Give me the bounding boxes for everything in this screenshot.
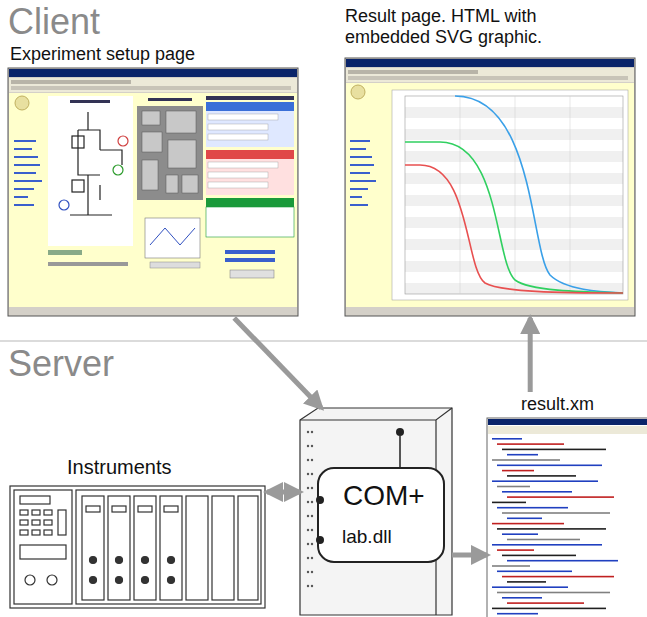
xml-screenshot: [487, 418, 647, 617]
flow-arrow: [267, 490, 300, 495]
box-heading: Result page. HTML with embedded SVG grap…: [345, 6, 590, 47]
flow-arrow: [452, 552, 487, 557]
separator-line: [0, 340, 647, 342]
box-heading: Instruments: [67, 456, 171, 479]
server-tower: [300, 408, 452, 615]
instrument-rack: [10, 486, 265, 608]
section-label: Server: [8, 346, 114, 382]
file-name: lab.dll: [342, 526, 392, 548]
node-box: COM+ lab.dll: [300, 408, 452, 615]
node-box: Result page. HTML with embedded SVG grap…: [345, 4, 637, 318]
node-box: result.xm: [487, 392, 647, 617]
section-label: Client: [8, 4, 100, 40]
box-heading: Experiment setup page: [10, 44, 195, 65]
component-name: COM+: [343, 480, 425, 512]
node-box: Experiment setup page: [8, 40, 298, 318]
setup-screenshot: [8, 68, 298, 316]
box-heading: result.xm: [521, 394, 594, 415]
flow-arrow: [234, 318, 321, 408]
node-box: Instruments: [5, 452, 267, 612]
result-screenshot: [345, 58, 635, 316]
flow-arrow: [528, 318, 533, 392]
